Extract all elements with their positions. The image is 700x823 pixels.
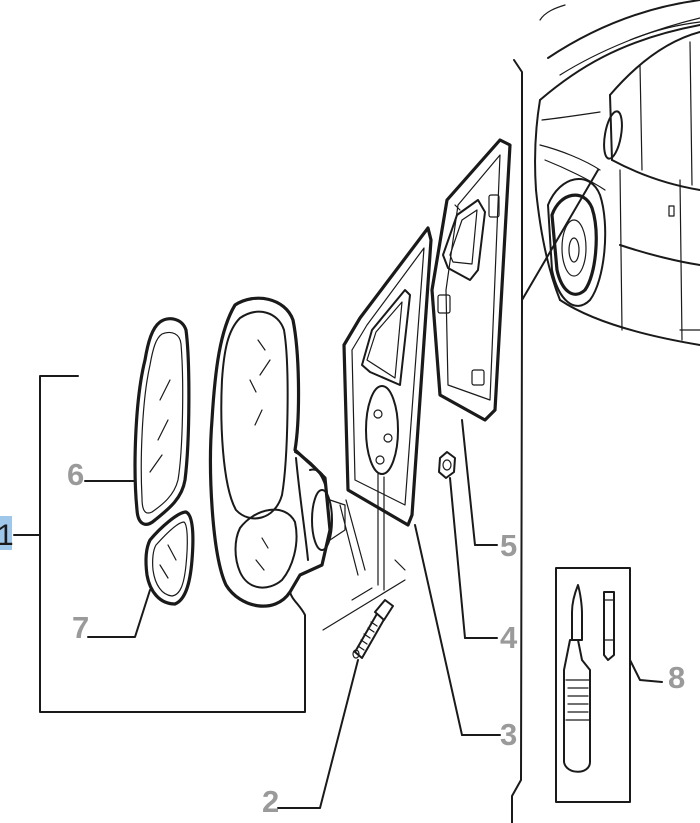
callout-2[interactable]: 2 xyxy=(262,784,279,819)
callout-7[interactable]: 7 xyxy=(72,610,89,645)
car-reference-drawing xyxy=(534,0,700,346)
callout-leader-lines xyxy=(84,419,501,809)
assembly-bracket-right xyxy=(511,59,599,823)
callout-6[interactable]: 6 xyxy=(67,457,84,492)
callout-labels: 1 2 3 4 5 6 7 8 xyxy=(0,457,685,819)
callout-1-highlight xyxy=(0,516,12,550)
part-6-mirror-glass-upper xyxy=(133,317,191,526)
part-2-screw xyxy=(352,599,394,659)
part-3-mirror-base xyxy=(342,226,433,591)
callout-1[interactable]: 1 xyxy=(0,519,14,552)
assembly-1-bracket xyxy=(13,375,306,713)
mirror-housing xyxy=(208,296,366,608)
callout-4[interactable]: 4 xyxy=(500,620,518,655)
callout-8[interactable]: 8 xyxy=(668,660,685,695)
part-7-mirror-glass-lower xyxy=(144,510,195,606)
part-5-mounting-plate xyxy=(430,138,512,422)
part-4-nut xyxy=(438,451,456,479)
assembly-axis-lines xyxy=(322,559,406,631)
part-8-adhesive-kit xyxy=(555,567,663,803)
callout-3[interactable]: 3 xyxy=(500,717,517,752)
callout-5[interactable]: 5 xyxy=(500,528,517,563)
